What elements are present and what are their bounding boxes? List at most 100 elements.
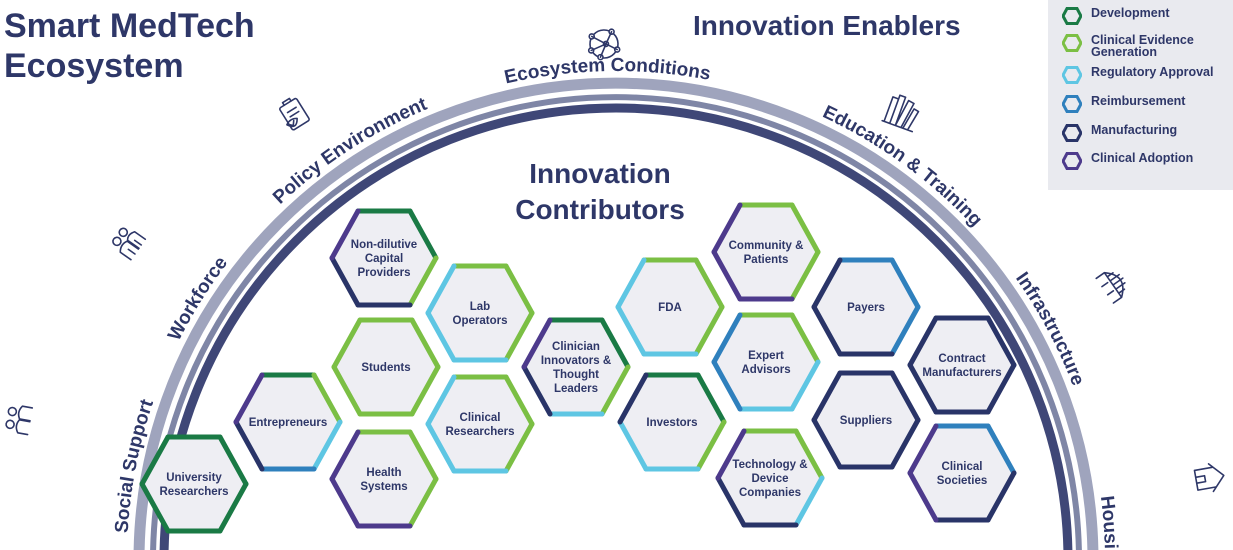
hex-stage-segment (329, 208, 361, 261)
legend-item-reimbursement: Reimbursement (1062, 95, 1185, 113)
contributor-hex-community-and-patients: Community &Patients (711, 202, 821, 302)
hex-stage-segment (985, 423, 1017, 476)
hex-stage-segment (789, 312, 821, 365)
hex-stage-segment (889, 304, 921, 357)
legend-item-development: Development (1062, 7, 1170, 25)
page-title: Smart MedTech Ecosystem (4, 6, 255, 86)
contributor-label: Payers (847, 302, 885, 314)
hex-stage-segment (233, 372, 265, 425)
policy-checklist-icon (279, 97, 310, 131)
network-icon (587, 28, 621, 61)
hex-stage-segment (233, 419, 265, 472)
contributors-title-line-1: Innovation (529, 158, 671, 189)
hex-stage-segment (907, 423, 939, 476)
legend-hexagon-icon (1062, 152, 1082, 170)
hex-stage-segment (985, 470, 1017, 523)
title-line-1: Smart MedTech (4, 7, 255, 45)
legend-label: Manufacturing (1091, 123, 1178, 137)
legend-hexagon-icon (1062, 66, 1082, 84)
contributor-label: Community &Patients (729, 240, 804, 266)
contributor-label: FDA (658, 302, 682, 314)
hex-stage-segment (331, 317, 363, 370)
hex-fill (714, 315, 818, 409)
contributor-label: Students (361, 362, 410, 374)
innovation-enablers-title: Innovation Enablers (693, 10, 961, 41)
hex-stage-segment (693, 257, 725, 310)
hex-stage-segment (711, 202, 743, 255)
enabler-arcs (133, 77, 1099, 550)
hex-stage-segment (311, 419, 343, 472)
hex-stage-segment (331, 364, 363, 417)
hex-stage-segment (889, 417, 921, 470)
contributor-hex-investors: Investors (617, 372, 727, 472)
hex-stage-segment (599, 317, 631, 370)
enabler-arc-band (159, 103, 1073, 550)
legend-label: Clinical Evidence Generation (1091, 33, 1194, 59)
title-line-2: Ecosystem (4, 47, 184, 85)
hex-stage-segment (617, 419, 649, 472)
enabler-label-housing: Housing (1096, 495, 1121, 550)
hex-stage-segment (139, 481, 171, 534)
contributor-hex-entrepreneurs: Entrepreneurs (233, 372, 343, 472)
hex-stage-segment (615, 304, 647, 357)
hex-fill (428, 377, 532, 471)
enabler-arc-band (150, 94, 1082, 550)
innovation-contributors-title: Innovation Contributors (505, 156, 695, 228)
hex-fill (142, 437, 246, 531)
hex-stage-segment (615, 257, 647, 310)
contributor-hex-students: Students (331, 317, 441, 417)
hex-stage-segment (793, 475, 825, 528)
hex-stage-segment (889, 370, 921, 423)
hex-fill (428, 266, 532, 360)
hex-stage-segment (907, 470, 939, 523)
hex-fill (618, 260, 722, 354)
hex-stage-segment (503, 310, 535, 363)
contributor-hex-fda: FDA (615, 257, 725, 357)
house-icon (1193, 463, 1225, 493)
hex-fill (814, 373, 918, 467)
hex-stage-segment (617, 372, 649, 425)
hex-stage-segment (985, 315, 1017, 368)
hex-stage-segment (329, 476, 361, 529)
legend-hexagon-icon (1062, 95, 1082, 113)
building-bridge-icon (1095, 271, 1126, 304)
hex-stage-segment (889, 257, 921, 310)
contributor-hex-payers: Payers (811, 257, 921, 357)
hex-stage-segment (811, 417, 843, 470)
hex-fill (718, 431, 822, 525)
hex-fill (910, 426, 1014, 520)
hex-stage-segment (425, 310, 457, 363)
enabler-icons (5, 28, 1225, 493)
hex-stage-segment (425, 374, 457, 427)
hex-stage-segment (503, 374, 535, 427)
legend-label: Regulatory Approval (1091, 65, 1214, 79)
hex-stage-segment (711, 359, 743, 412)
legend-hexagon-icon (1062, 7, 1082, 25)
legend-item-regulatory-approval: Regulatory Approval (1062, 66, 1213, 84)
workers-icon (112, 227, 147, 261)
hex-stage-segment (599, 364, 631, 417)
contributor-hex-suppliers: Suppliers (811, 370, 921, 470)
hex-stage-segment (907, 362, 939, 415)
contributors-title-line-2: Contributors (515, 194, 685, 225)
hex-fill (524, 320, 628, 414)
hex-stage-segment (521, 317, 553, 370)
contributor-label: Investors (646, 417, 697, 429)
hex-stage-segment (789, 202, 821, 255)
hex-fill (332, 432, 436, 526)
hex-stage-segment (409, 317, 441, 370)
hex-stage-segment (425, 421, 457, 474)
hex-stage-segment (715, 475, 747, 528)
hex-stage-segment (695, 372, 727, 425)
